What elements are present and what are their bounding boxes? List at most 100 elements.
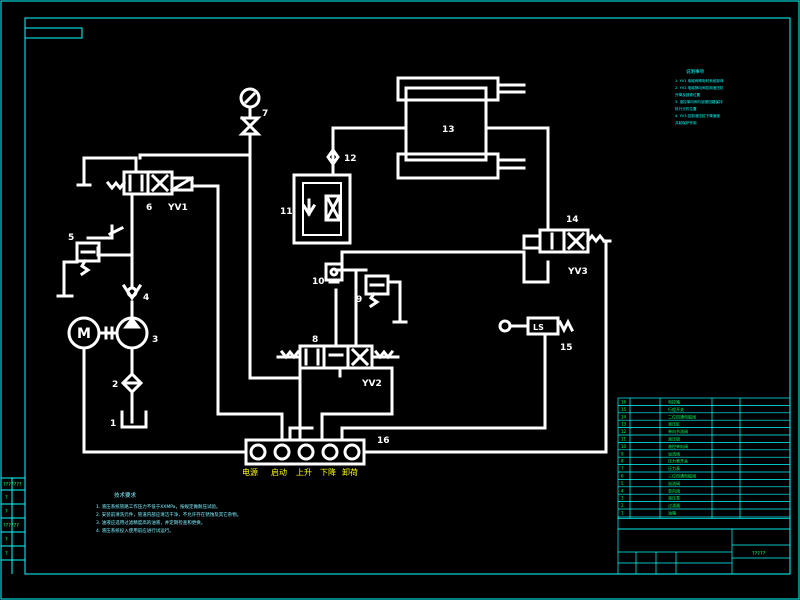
relief-valve-left-symbol bbox=[56, 224, 114, 298]
parts-row-name: 电控箱 bbox=[668, 399, 680, 405]
parts-row-number: 13 bbox=[621, 422, 627, 427]
title-block-code: ????? bbox=[752, 551, 766, 557]
parts-row-name: 压力表 bbox=[668, 465, 680, 471]
label-coil-bottom: YV2 bbox=[361, 379, 382, 389]
left-strip-text: ??????? bbox=[3, 482, 22, 488]
left-strip-text: ? bbox=[5, 537, 8, 543]
control-label-start: 启动 bbox=[271, 467, 287, 477]
parts-row-name: 溢流阀 bbox=[668, 450, 680, 456]
parts-row-number: 10 bbox=[621, 444, 627, 449]
label-solenoid-top: 6 bbox=[146, 203, 152, 213]
legend-notes-title: 说明事项 bbox=[686, 68, 704, 75]
tank-symbol bbox=[120, 410, 148, 429]
parts-row-name: 二位四通电磁阀 bbox=[668, 413, 696, 419]
tech-note-line: 4. 液压系统投入使用前应进行试运行。 bbox=[96, 527, 174, 534]
label-solenoid-right: 14 bbox=[566, 215, 579, 225]
parts-row-name: 油箱 bbox=[668, 510, 676, 516]
label-limit-switch: 15 bbox=[560, 343, 573, 353]
hydraulic-circuit bbox=[56, 76, 612, 466]
parts-row-name: 液控单向阀 bbox=[668, 443, 688, 449]
pilot-check-valve-symbol bbox=[324, 262, 344, 284]
limit-switch-symbol bbox=[340, 316, 575, 442]
parts-row-number: 16 bbox=[621, 400, 627, 405]
left-strip-text: ? bbox=[5, 551, 8, 557]
label-relief-left: 5 bbox=[68, 233, 74, 243]
parts-row-number: 11 bbox=[621, 437, 627, 442]
control-button-labels: 电源 启动 上升 下降 卸荷 bbox=[242, 467, 358, 477]
legend-note-line: 执行元件位置 bbox=[675, 106, 697, 111]
pipe-main-valve bbox=[298, 288, 394, 442]
legend-note-line: 升降及锁紧位置 bbox=[675, 92, 701, 97]
parts-row-name: 压力表开关 bbox=[668, 458, 688, 464]
cylinder-symbol bbox=[396, 76, 550, 232]
pipe-motor-power bbox=[82, 346, 248, 454]
parts-row-name: 溢流阀 bbox=[668, 480, 680, 486]
label-relief-mid: 9 bbox=[356, 295, 362, 305]
label-check-valve: 4 bbox=[143, 293, 149, 303]
control-label-up: 上升 bbox=[296, 468, 312, 477]
label-gauge: 7 bbox=[262, 109, 268, 119]
label-gauge-switch: 8 bbox=[312, 335, 318, 345]
throttle-valve-symbol bbox=[326, 126, 408, 177]
title-block bbox=[617, 516, 791, 575]
label-filter: 2 bbox=[112, 380, 118, 390]
control-box-symbol bbox=[244, 438, 366, 466]
parts-row-number: 6 bbox=[621, 474, 624, 479]
technical-notes: 技术要求 1. 液压系统管路工作压力不低于XXMPa，按规定做耐压试验。 2. … bbox=[96, 491, 241, 534]
label-limit-switch-tag: LS bbox=[533, 323, 544, 332]
left-strip: ??????? ? ? ?????? ? ? bbox=[1, 477, 25, 574]
parts-row-name: 液压泵 bbox=[668, 495, 680, 501]
label-pilot-check: 10 bbox=[312, 277, 325, 287]
left-strip-text: ? bbox=[5, 495, 8, 501]
solenoid-valve-top-symbol bbox=[105, 170, 195, 196]
pipe-right-valve bbox=[362, 242, 608, 454]
hydraulic-lock-symbol bbox=[292, 173, 352, 245]
control-label-power: 电源 bbox=[242, 467, 258, 477]
circuit-labels: 1 2 3 4 5 6 7 8 9 10 11 12 13 14 15 16 M… bbox=[68, 109, 588, 446]
pressure-gauge-symbol bbox=[238, 87, 262, 136]
label-coil-top: YV1 bbox=[167, 203, 188, 213]
solenoid-valve-right-symbol bbox=[522, 228, 612, 254]
control-label-unload: 卸荷 bbox=[342, 467, 358, 477]
tech-note-line: 2. 安装前清洗元件，管道内部应清洁干净，不允许存在锈蚀及其它杂物。 bbox=[96, 511, 241, 518]
label-throttle: 12 bbox=[344, 154, 357, 164]
parts-row-number: 12 bbox=[621, 429, 627, 434]
parts-row-name: 单向阀 bbox=[668, 487, 680, 493]
parts-row-number: 1 bbox=[621, 511, 624, 516]
parts-row-number: 4 bbox=[621, 488, 624, 493]
tech-note-line: 3. 油液应选用过滤精度高的油液，并定期检查和更换。 bbox=[96, 519, 205, 526]
left-strip-text: ? bbox=[5, 509, 8, 515]
parts-row-number: 5 bbox=[621, 481, 624, 486]
label-control-box: 16 bbox=[377, 436, 390, 446]
parts-row-name: 行程开关 bbox=[668, 406, 684, 412]
label-tank: 1 bbox=[110, 419, 116, 429]
label-coil-right: YV3 bbox=[567, 267, 588, 277]
legend-note-line: 并起保护作用 bbox=[675, 120, 697, 125]
left-strip-text: ?????? bbox=[3, 523, 19, 529]
control-label-down: 下降 bbox=[320, 467, 336, 477]
check-valve-symbol bbox=[121, 283, 143, 301]
label-cylinder: 13 bbox=[442, 125, 455, 135]
pump-symbol bbox=[98, 316, 149, 350]
pipe-solenoid-top bbox=[76, 134, 284, 442]
parts-row-number: 8 bbox=[621, 459, 624, 464]
legend-note-line: 3. 液控单向阀与锁紧回路保持 bbox=[675, 99, 723, 104]
pipe-control-feeds bbox=[288, 426, 314, 442]
tech-note-line: 1. 液压系统管路工作压力不低于XXMPa，按规定做耐压试验。 bbox=[96, 503, 221, 510]
relief-valve-mid-symbol bbox=[334, 268, 408, 324]
parts-row-number: 3 bbox=[621, 496, 624, 501]
legend-notes: 说明事项 1. YV1 电磁阀得电时系统卸荷 2. YV2 电磁换向阀控制液压缸… bbox=[675, 68, 724, 125]
parts-row-name: 单向节流阀 bbox=[668, 428, 688, 434]
parts-row-number: 2 bbox=[621, 503, 624, 508]
parts-row-number: 14 bbox=[621, 414, 627, 419]
label-motor: M bbox=[77, 326, 91, 342]
legend-note-line: 1. YV1 电磁阀得电时系统卸荷 bbox=[675, 78, 724, 83]
parts-table-grid bbox=[617, 397, 791, 519]
parts-row-name: 液压缸 bbox=[668, 421, 680, 427]
filter-symbol bbox=[120, 371, 144, 395]
pipe-relief-mid bbox=[340, 250, 526, 348]
